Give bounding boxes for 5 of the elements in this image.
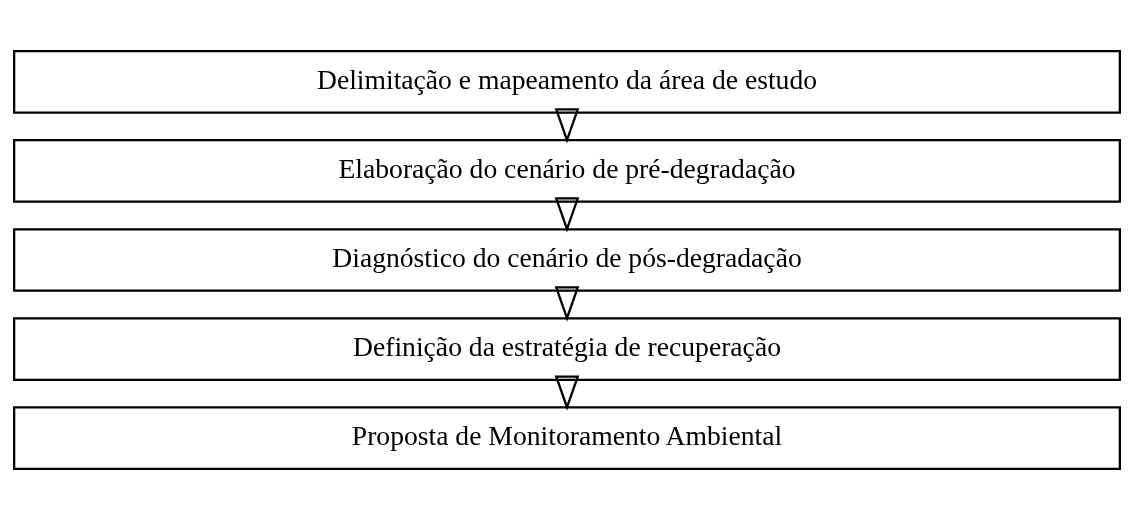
arrow [554,197,580,233]
arrow [554,375,580,411]
arrow [554,108,580,144]
arrow [554,286,580,322]
node-box: Proposta de Monitoramento Ambiental [13,406,1121,470]
